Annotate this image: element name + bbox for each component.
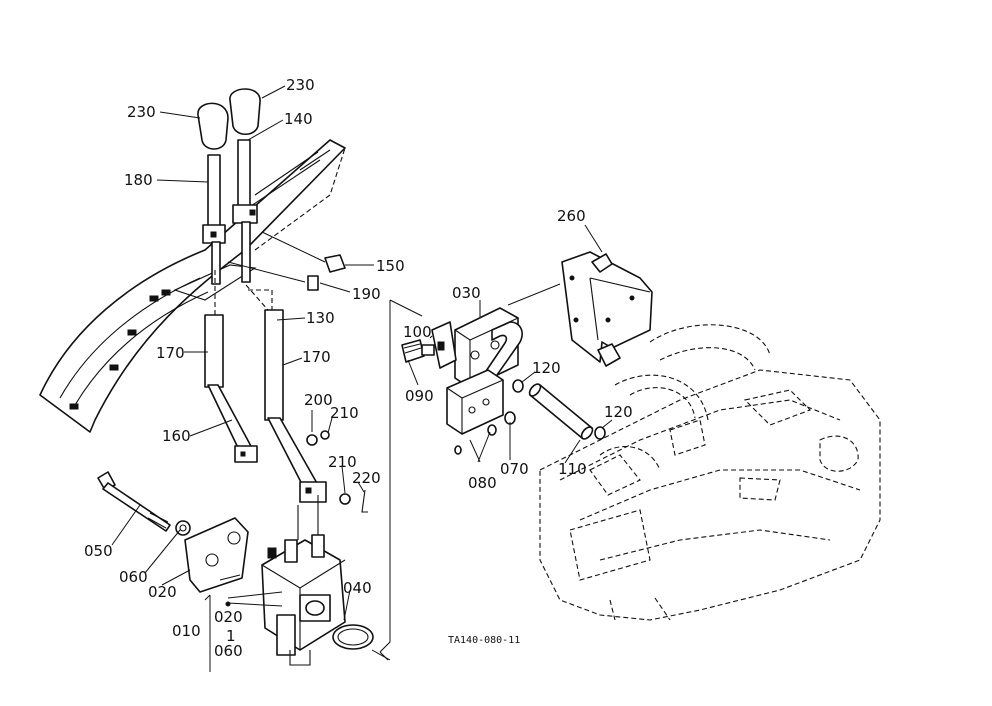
callout-190: 190 (352, 285, 381, 303)
callout-170-left: 170 (156, 344, 185, 362)
callout-230-left: 230 (127, 103, 156, 121)
lever-arm-160 (204, 314, 258, 463)
transmission-housing (539, 324, 881, 621)
callout-050: 050 (84, 542, 113, 560)
lever-arm-170 (264, 309, 327, 503)
callout-100: 100 (403, 323, 432, 341)
callout-220: 220 (352, 469, 381, 487)
callout-160: 160 (162, 427, 191, 445)
callout-range-separator: 1 (226, 627, 236, 645)
callout-210-lower: 210 (328, 453, 357, 471)
callout-180: 180 (124, 171, 153, 189)
callout-140: 140 (284, 110, 313, 128)
callout-070: 070 (500, 460, 529, 478)
manifold-block-030 (454, 307, 523, 389)
callout-090: 090 (405, 387, 434, 405)
callout-020-range: 020 (214, 608, 243, 626)
callout-120-lower: 120 (604, 403, 633, 421)
long-bolt-050 (97, 471, 191, 536)
callout-260: 260 (557, 207, 586, 225)
callout-210-upper: 210 (330, 404, 359, 422)
callout-060: 060 (119, 568, 148, 586)
callout-040: 040 (343, 579, 372, 597)
callout-130: 130 (306, 309, 335, 327)
lever-knob-140 (229, 88, 261, 283)
manifold-lower-block (446, 369, 504, 435)
lever-guide-plate (39, 139, 346, 433)
control-valve-010 (225, 495, 374, 666)
callout-030: 030 (452, 284, 481, 302)
pipe-110 (528, 383, 594, 440)
bracket-lines-010 (204, 574, 283, 672)
o-rings (454, 379, 606, 455)
mount-plate-020 (184, 517, 249, 593)
lever-knob-180 (197, 102, 229, 285)
callout-060-range: 060 (214, 642, 243, 660)
callout-150: 150 (376, 257, 405, 275)
drawing-code: TA140-080-11 (448, 635, 520, 646)
callout-020: 020 (148, 583, 177, 601)
callout-080: 080 (468, 474, 497, 492)
callout-200: 200 (304, 391, 333, 409)
callout-labels: 230 230 140 180 150 190 130 170 170 160 … (84, 76, 633, 660)
callout-120-upper: 120 (532, 359, 561, 377)
callout-230-right: 230 (286, 76, 315, 94)
mount-bracket-260 (561, 251, 653, 367)
fitting-090 (401, 339, 435, 363)
callout-170-right: 170 (302, 348, 331, 366)
bolts-and-washers (214, 231, 368, 513)
leader-lines (111, 85, 613, 661)
spacer-plate-100 (431, 321, 457, 369)
callout-010: 010 (172, 622, 201, 640)
callout-110: 110 (558, 460, 587, 478)
